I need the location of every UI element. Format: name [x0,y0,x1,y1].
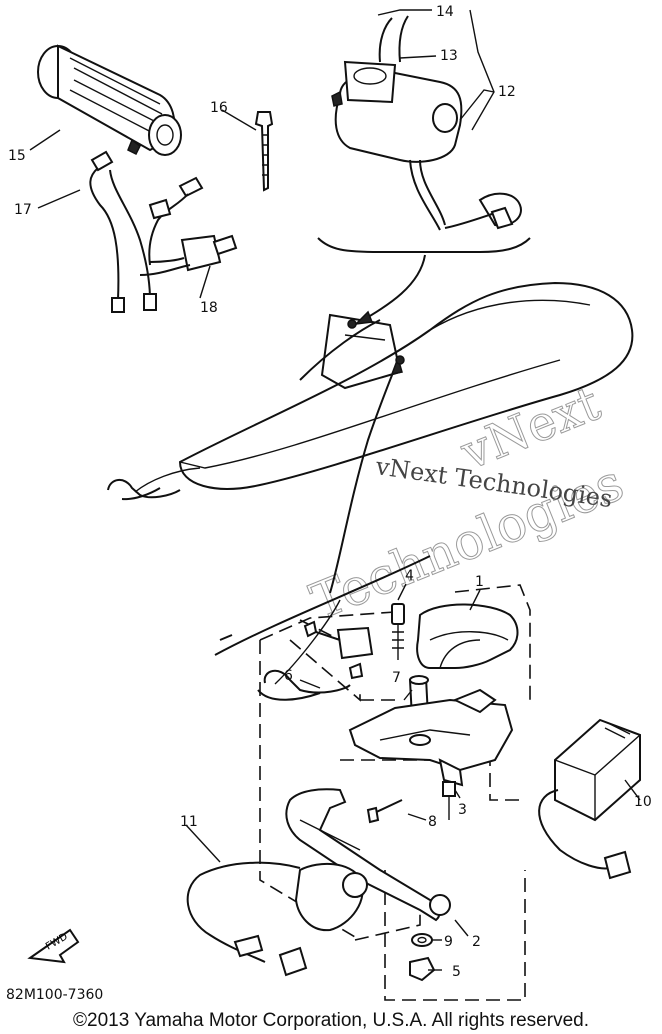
callout-9: 9 [444,934,453,950]
grip-part [37,44,182,156]
callout-16: 16 [210,100,228,116]
callout-17: 17 [14,202,32,218]
lever-screw-part [366,799,403,824]
throttle-case-part [331,15,522,231]
callout-4: 4 [405,568,414,584]
wire-harness-part [89,150,238,313]
callout-15: 15 [8,148,26,164]
lever-bracket-part [348,688,514,787]
callout-11: 11 [180,814,198,830]
nut-part [409,956,436,982]
assembly-dash-frame [259,584,531,1001]
callout-13: 13 [440,48,458,64]
callout-leaders [29,9,641,971]
fwd-arrow-icon: FWD [27,928,80,964]
callout-10: 10 [634,794,652,810]
callout-labels: 1 2 3 4 5 6 7 8 9 10 11 12 13 14 15 16 1… [8,4,652,980]
callout-14: 14 [436,4,454,20]
bolt-part [442,781,456,820]
washer-part [411,933,433,947]
controller-box-part [538,718,641,880]
screw-part [391,603,405,660]
callout-6: 6 [284,668,293,684]
callout-5: 5 [452,964,461,980]
callout-18: 18 [200,300,218,316]
callout-1: 1 [475,574,484,590]
copyright-notice: ©2013 Yamaha Motor Corporation, U.S.A. A… [73,1010,589,1031]
group-bracket-top [317,237,531,253]
callout-12: 12 [498,84,516,100]
drawing-code: 82M100-7360 [6,987,104,1003]
callout-7: 7 [392,670,401,686]
switch-part [303,620,374,680]
tie-strap-part [254,111,274,192]
callout-2: 2 [472,934,481,950]
brake-lever-part [285,788,451,922]
cable-sensor-part [186,861,368,977]
callout-8: 8 [428,814,437,830]
cover-part [416,603,519,669]
leader-arrows [329,254,426,594]
snowmobile-outline [107,281,634,701]
callout-3: 3 [458,802,467,818]
